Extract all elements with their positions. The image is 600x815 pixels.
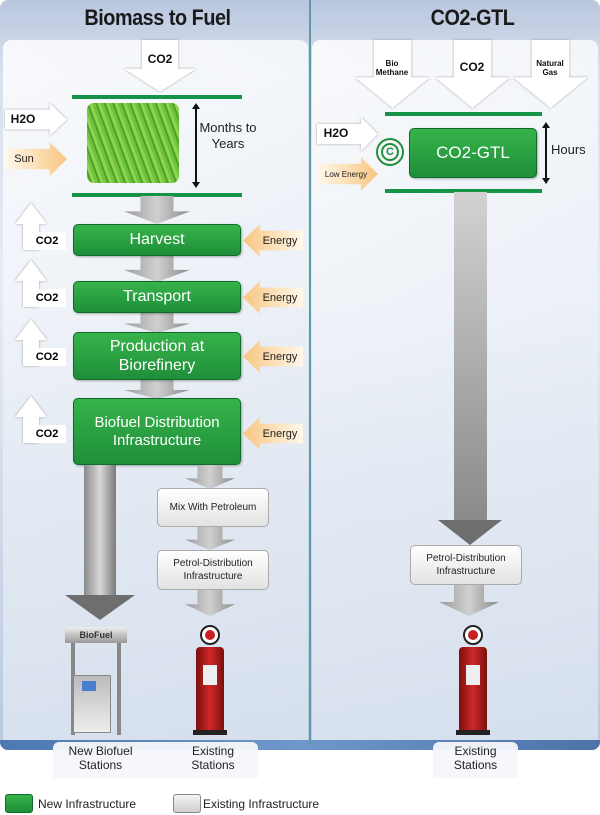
energy-label: Energy [262,427,298,440]
arrowhead-up-icon [192,103,200,109]
existing-stations-label: Existing Stations [191,744,235,773]
h2o-arrow [317,117,378,151]
h2o-label: H2O [10,111,36,126]
flow-arrow [185,527,235,550]
gas-pump-icon [454,625,492,735]
bottom-green-line [385,189,542,193]
co2-input-arrow [435,40,510,108]
co2-input-label: CO2 [147,52,173,67]
left-stations-tab: New Biofuel Stations Existing Stations [53,742,258,778]
biofuel-pump-sign: BioFuel [65,627,127,643]
sun-label: Sun [14,152,34,165]
mix-with-petroleum-box: Mix With Petroleum [157,488,269,527]
legend-existing-label: Existing Infrastructure [203,797,320,811]
step-distribution: Biofuel Distribution Infrastructure [73,398,241,465]
energy-label: Energy [262,350,298,363]
gtl-flow-shaft [454,192,487,522]
gtl-flow-arrowhead-icon [438,520,502,545]
grass-image [87,103,179,183]
step-harvest: Harvest [73,224,241,256]
energy-label: Energy [262,291,298,304]
co2-emission-label: CO2 [28,289,66,307]
arrowhead-down-icon [542,178,550,184]
arrowhead-down-icon [192,182,200,188]
legend-existing-swatch [173,794,201,813]
biofuel-flow-arrowhead-icon [65,595,135,620]
co2-emission-label: CO2 [28,232,66,250]
co2-emission-label: CO2 [28,425,66,443]
bio-methane-label: Bio Methane [375,59,409,77]
co2-input-arrow [124,40,196,92]
panel-divider [309,0,311,745]
right-title: CO2-GTL [430,5,515,30]
energy-label: Energy [262,234,298,247]
flow-arrow [124,379,190,399]
duration-arrow-icon [545,126,547,180]
step-transport: Transport [73,281,241,313]
low-energy-label: Low Energy [324,169,368,179]
bio-methane-arrow [355,40,430,108]
duration-arrow-icon [195,106,197,184]
h2o-label: H2O [323,126,349,141]
flow-arrow [124,312,190,333]
left-title: Biomass to Fuel [84,5,231,30]
co2-emission-label: CO2 [28,348,66,366]
legend-new-swatch [5,794,33,813]
existing-stations-label: Existing Stations [433,742,518,778]
top-green-line [385,112,542,116]
hours-label: Hours [551,142,586,157]
duration-label: Months to Years [199,120,257,151]
new-biofuel-stations-label: New Biofuel Stations [68,744,133,773]
arrowhead-up-icon [542,122,550,128]
natural-gas-label: Natural Gas [536,59,564,77]
biofuel-pump-icon: BioFuel [65,627,127,735]
legend-new-label: New Infrastructure [38,797,137,811]
co2-top-label: CO2 [459,60,485,75]
bottom-green-line [72,193,242,197]
biofuel-flow-shaft [84,465,116,595]
co2-gtl-process-box: CO2-GTL [409,128,537,178]
gas-pump-icon [191,625,229,735]
petrol-distribution-box: Petrol-Distribution Infrastructure [157,550,269,590]
copyright-logo-icon: C [376,138,404,166]
h2o-arrow [5,103,67,136]
natural-gas-arrow [513,40,588,108]
petrol-distribution-box: Petrol-Distribution Infrastructure [410,545,522,585]
step-production: Production at Biorefinery [73,332,241,380]
bottom-band [0,740,600,750]
top-green-line [72,95,242,99]
